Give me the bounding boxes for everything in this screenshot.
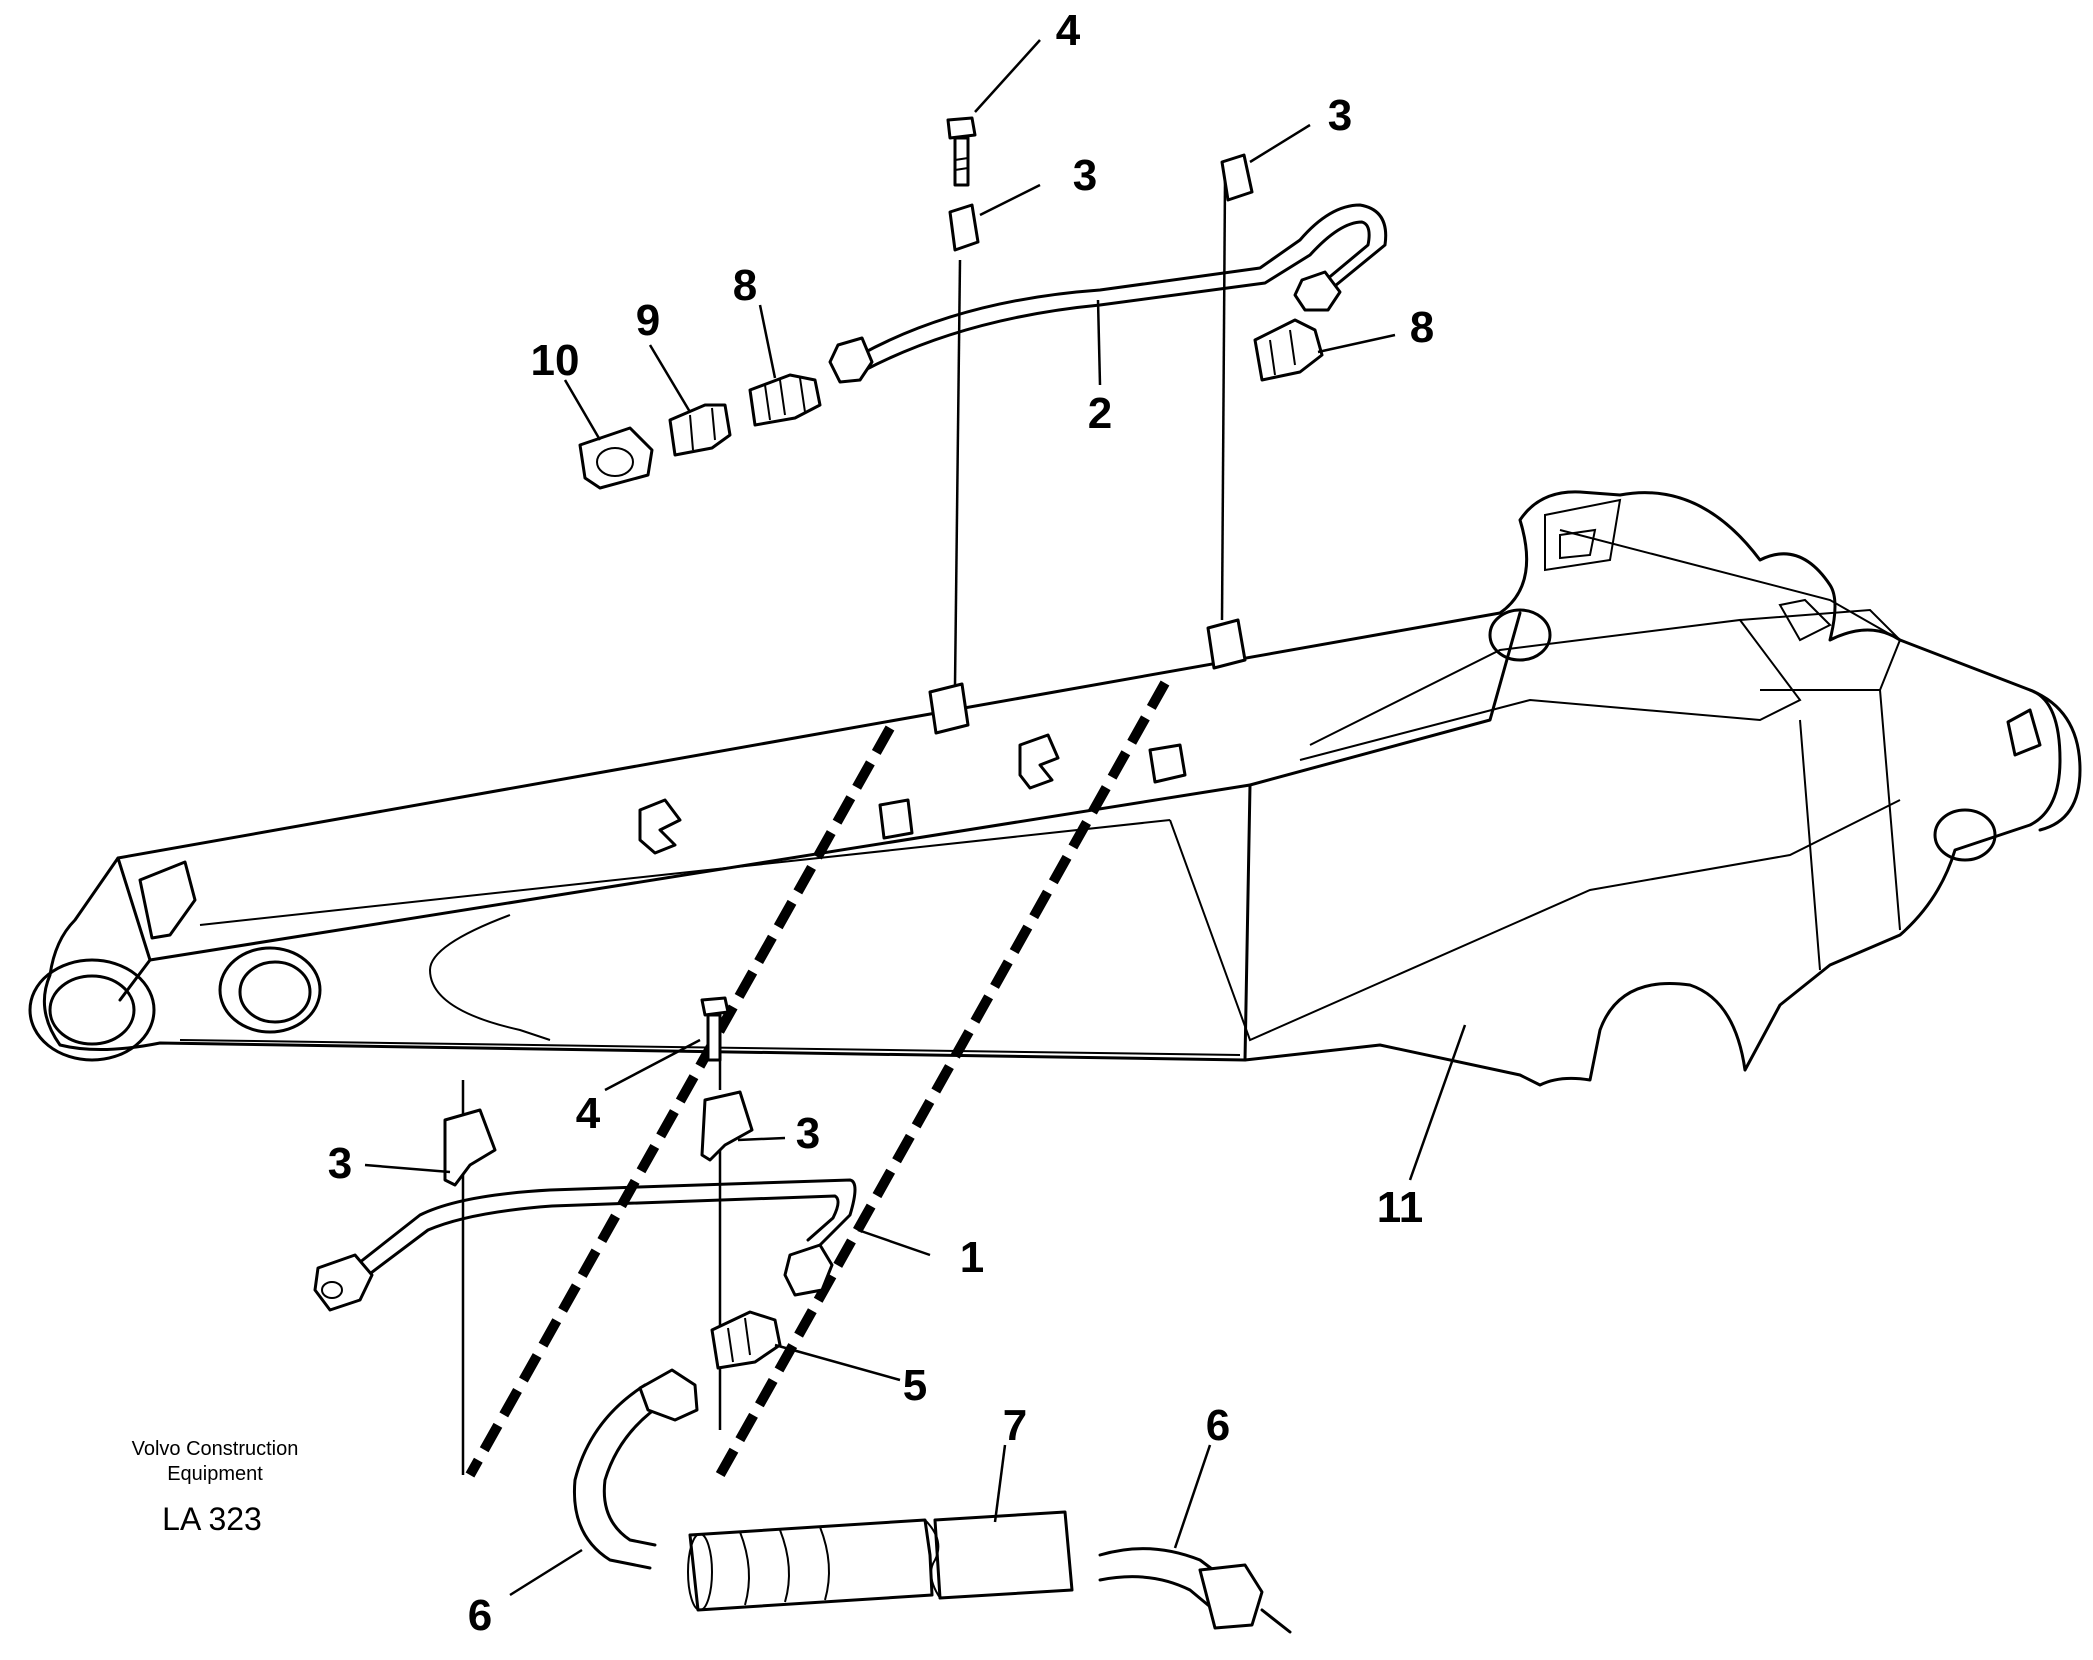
boom-bracket-a <box>638 798 682 855</box>
boom-right-lug <box>2006 708 2042 757</box>
boom-flank-3 <box>199 819 1171 926</box>
pipe-lower-nut-left <box>313 1253 374 1312</box>
company-name-line1: Volvo Construction <box>132 1438 299 1460</box>
bolt-4-top <box>946 116 977 187</box>
boom-clamp-b <box>1148 743 1187 784</box>
hose-6-right-fitting <box>1198 1563 1264 1630</box>
guide-dash-left <box>465 725 895 1478</box>
callout-6-left: 6 <box>468 1591 492 1640</box>
leader-lines <box>364 39 1467 1597</box>
pipe-lower-inner-wall <box>353 1194 840 1287</box>
hose-6-right-tail <box>1260 1608 1292 1634</box>
boom-clamp-a <box>878 798 914 840</box>
boom-end-lug <box>138 860 197 940</box>
drawing-code: LA 323 <box>162 1501 262 1537</box>
drawing-footer: Volvo Construction Equipment LA 323 <box>132 1438 299 1537</box>
callout-4-bottom: 4 <box>576 1089 601 1138</box>
boom-top-edge <box>116 611 1522 962</box>
company-name-line2: Equipment <box>167 1463 263 1485</box>
callout-1: 1 <box>960 1233 984 1282</box>
boom-pin-hole-mid <box>218 946 322 1034</box>
callout-5: 5 <box>903 1361 927 1410</box>
boom-top-pocket <box>1544 498 1622 572</box>
callout-3-bottom-left: 3 <box>328 1139 352 1188</box>
hose-6-left <box>572 1383 652 1570</box>
guide-line-top-left <box>953 259 962 686</box>
boom-end-hole <box>48 974 136 1046</box>
callout-10: 10 <box>531 336 580 385</box>
callout-8-right: 8 <box>1410 303 1434 352</box>
callout-3-top-mid: 3 <box>1073 151 1097 200</box>
boom-pin-hole-top <box>1488 608 1552 662</box>
boom-clamp-top-a <box>928 682 970 735</box>
fitting-9 <box>668 403 732 457</box>
boom-bracket-b <box>1018 733 1060 790</box>
boom-clamp-top-b <box>1206 618 1247 670</box>
bolt-4-bottom <box>700 996 730 1062</box>
pipe-upper-nut-right <box>1293 270 1342 312</box>
clamp-3-bottom-mid <box>700 1090 754 1162</box>
callout-3-bottom-mid: 3 <box>796 1109 820 1158</box>
boom-flank-1 <box>1169 799 1901 1042</box>
boom-pin-hole-mid-inner <box>238 960 312 1024</box>
hose-6-nut <box>638 1368 699 1422</box>
hose-6-right <box>1098 1547 1242 1617</box>
callout-7: 7 <box>1003 1401 1027 1450</box>
boom-flank-2 <box>1799 689 1901 971</box>
boom-notch <box>1778 598 1832 642</box>
hose-assembly <box>572 1368 1292 1634</box>
callout-2: 2 <box>1088 389 1112 438</box>
pipe-lower <box>348 1178 857 1272</box>
clamp-3-bottom-left <box>443 1108 497 1187</box>
guide-dash-right <box>715 680 1170 1478</box>
boom-arm-recess <box>428 914 551 1041</box>
boom-pin-hole-right <box>1933 808 1997 862</box>
boom-inner-edge <box>118 783 1252 1062</box>
hose-6-left-inner <box>602 1398 670 1547</box>
boom-end-boss <box>28 958 156 1062</box>
callout-8-left: 8 <box>733 261 757 310</box>
cap-10 <box>578 426 654 490</box>
clamp-3-top-mid <box>948 203 980 252</box>
pipe-upper <box>858 203 1388 357</box>
boom-arm <box>28 490 2082 1087</box>
boom-right-boss <box>2028 688 2082 832</box>
fitting-8-right <box>1253 318 1324 382</box>
boom-rib-3 <box>1739 608 1901 641</box>
boom-rib-1 <box>1299 618 1802 761</box>
lower-pipe-assembly <box>313 996 857 1370</box>
fitting-8-left <box>748 373 822 427</box>
callout-labels: 4 3 3 8 8 9 10 2 4 3 3 1 5 7 6 6 11 <box>328 6 1434 1640</box>
clamp-3-top-right <box>1220 153 1254 202</box>
upper-pipe-assembly <box>578 116 1388 490</box>
callout-9: 9 <box>636 296 660 345</box>
callout-3-top-right: 3 <box>1328 91 1352 140</box>
pipe-upper-lower-wall <box>863 220 1371 372</box>
sleeve-7 <box>687 1510 1074 1612</box>
callout-11: 11 <box>1377 1183 1424 1232</box>
pipe-upper-nut-left <box>828 336 874 384</box>
guide-line-top-right <box>1220 179 1227 621</box>
boom-outline <box>42 490 2062 1087</box>
adapter-5 <box>710 1310 782 1370</box>
callout-4-top: 4 <box>1056 6 1081 55</box>
callout-6-right: 6 <box>1206 1401 1230 1450</box>
pipe-lower-nut-right <box>783 1243 834 1297</box>
